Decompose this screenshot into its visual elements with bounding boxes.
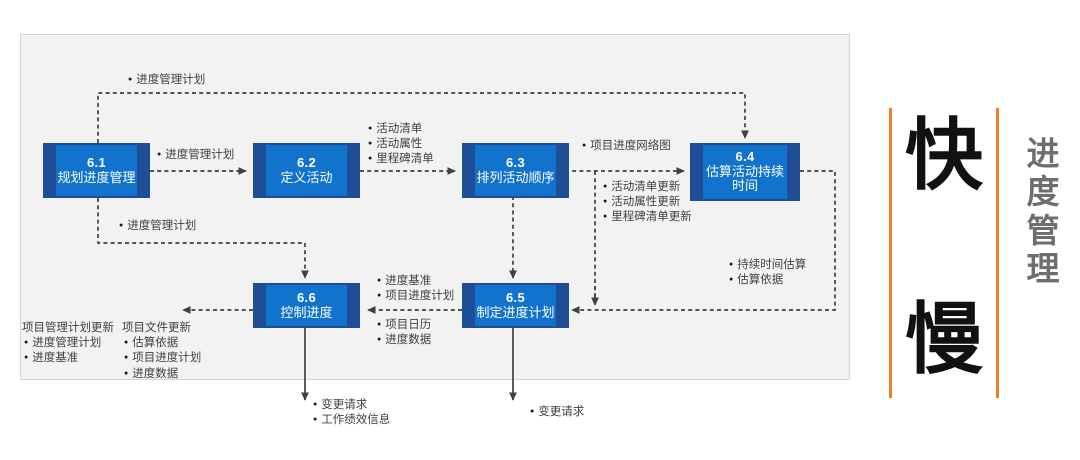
wire-64-65 <box>571 170 836 314</box>
process-name: 估算活动持续时间 <box>705 163 784 194</box>
accent-bar-left <box>889 108 892 398</box>
label-63-to-64: 项目进度网络图 <box>580 139 671 154</box>
vertical-title: 进度管理 <box>1022 135 1064 288</box>
process-diagram-panel <box>20 34 850 380</box>
label-62-to-63: 活动清单 活动属性 里程碑清单 <box>366 122 434 168</box>
label-66-bottom-outputs: 变更请求 工作绩效信息 <box>311 398 390 428</box>
wire-61-top-64 <box>97 92 749 143</box>
process-number: 6.5 <box>506 289 525 305</box>
accent-bar-right <box>996 108 999 398</box>
process-number: 6.1 <box>87 154 106 170</box>
process-name: 控制进度 <box>280 304 333 320</box>
label-61-to-62: 进度管理计划 <box>155 148 234 163</box>
label-61-down: 进度管理计划 <box>117 219 196 234</box>
label-65-to-66-top: 进度基准 项目进度计划 <box>375 274 454 304</box>
label-65-bottom-output: 变更请求 <box>528 405 584 420</box>
label-66-pm-updates: 项目管理计划更新 进度管理计划 进度基准 <box>22 321 114 367</box>
label-65-to-66-bottom: 项目日历 进度数据 <box>375 318 431 348</box>
process-name: 定义活动 <box>280 169 333 185</box>
process-box-6-6[interactable]: 6.6 控制进度 <box>253 283 360 328</box>
process-box-6-3[interactable]: 6.3 排列活动顺序 <box>462 143 569 198</box>
process-name: 排列活动顺序 <box>476 169 555 185</box>
hero-slow: 慢 <box>905 295 984 383</box>
process-box-6-5[interactable]: 6.5 制定进度计划 <box>462 283 569 328</box>
process-box-6-4[interactable]: 6.4 估算活动持续时间 <box>690 143 800 201</box>
vertical-title-text: 进度管理 <box>1026 135 1060 287</box>
process-box-6-1[interactable]: 6.1 规划进度管理 <box>43 143 150 198</box>
label-66-doc-updates: 项目文件更新 估算依据 项目进度计划 进度数据 <box>122 321 201 382</box>
process-name: 规划进度管理 <box>57 169 136 185</box>
process-number: 6.4 <box>735 149 755 165</box>
label-top-feedback: 进度管理计划 <box>126 73 205 88</box>
process-number: 6.3 <box>506 154 525 170</box>
hero-fast: 快 <box>905 111 984 199</box>
process-name: 制定进度计划 <box>476 304 555 320</box>
process-number: 6.2 <box>297 154 316 170</box>
wire-61-down-66 <box>97 198 309 279</box>
process-box-6-2[interactable]: 6.2 定义活动 <box>253 143 360 198</box>
label-63-updates: 活动清单更新 活动属性更新 里程碑清单更新 <box>601 180 692 226</box>
label-64-outputs: 持续时间估算 估算依据 <box>727 258 806 288</box>
process-number: 6.6 <box>297 289 316 305</box>
